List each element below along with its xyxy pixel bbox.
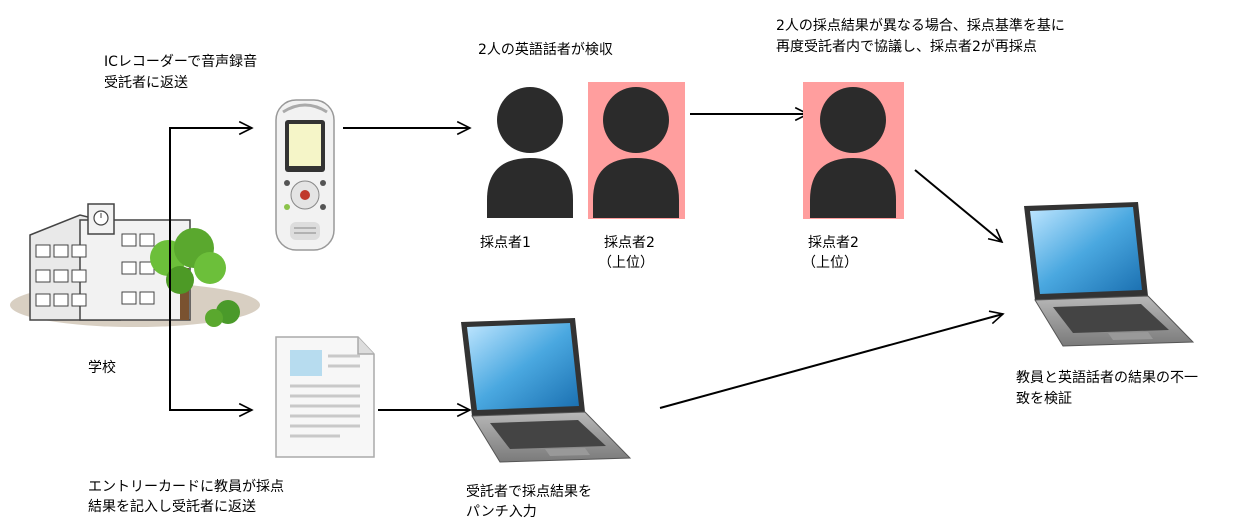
entry-card-label-line2: 結果を記入し受託者に返送 [88, 499, 256, 515]
scorer1-label: 採点者1 [480, 235, 531, 251]
scorer1-icon [487, 87, 573, 218]
school-connector [169, 128, 252, 410]
ic-recorder-label-line1: ICレコーダーで音声録音 [104, 54, 258, 70]
punch-label-line1: 受託者で採点結果を [466, 484, 592, 500]
rescore-label-line1: 2人の採点結果が異なる場合、採点基準を基に [776, 18, 1065, 34]
verify-laptop-icon [1024, 202, 1195, 347]
scorer2-rescore-label: 採点者2 [808, 235, 859, 251]
punch-laptop-icon [461, 318, 632, 463]
arrow-to-verify-top [914, 169, 1002, 242]
ic-recorder-icon [275, 99, 335, 251]
verify-label-line1: 教員と英語話者の結果の不一 [1016, 370, 1198, 386]
scorer2-label: 採点者2 [604, 235, 655, 251]
arrow-to-verify-bottom [659, 314, 1003, 409]
scorer2-rescore-sub-label: （上位） [802, 255, 858, 271]
entry-card-label-line1: エントリーカードに教員が採点 [88, 479, 284, 495]
scorer2-sub-label: （上位） [598, 255, 654, 271]
punch-label-line2: パンチ入力 [466, 504, 537, 520]
scorer2-rescore-icon [803, 82, 904, 219]
entry-card-icon [275, 336, 375, 458]
school-label: 学校 [88, 360, 116, 376]
ic-recorder-label-line2: 受託者に返送 [104, 75, 188, 91]
rescore-label-line2: 再度受託者内で協議し、採点者2が再採点 [776, 39, 1037, 55]
scorer2-icon [588, 82, 685, 219]
verify-label-line2: 致を検証 [1016, 391, 1072, 407]
native-check-label: 2人の英語話者が検収 [478, 42, 613, 58]
school-icon [10, 203, 260, 327]
